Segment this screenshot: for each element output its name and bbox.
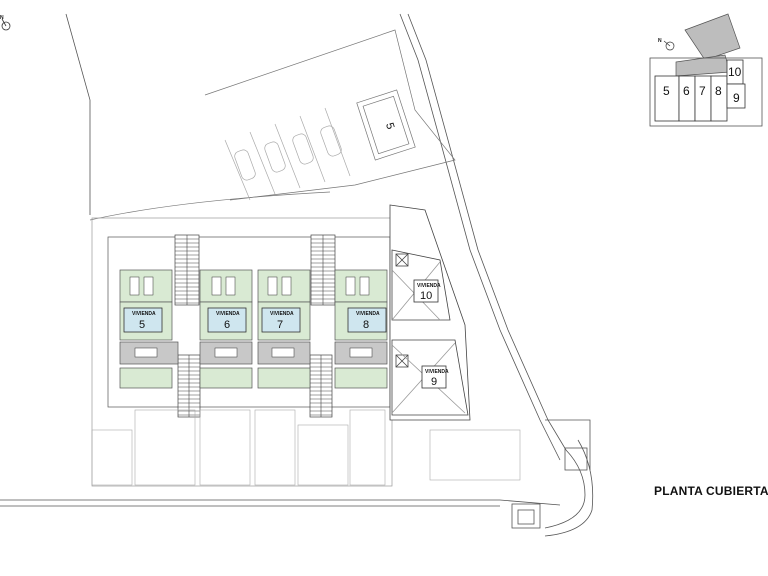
unit-word: VIVIENDA [356,311,380,317]
key-plan-north-icon: N [658,38,675,51]
key-plan: 5 6 7 8 10 9 N [649,13,763,127]
sun-loungers [129,276,370,296]
key-plan-number: 8 [715,84,722,98]
north-label: N [0,15,4,21]
unit-word: VIVIENDA [417,283,441,289]
unit-number: 5 [139,319,145,331]
key-plan-number: 9 [733,91,740,105]
pool-unit-5: VIVIENDA 5 [123,307,163,333]
parking-area: 5 [89,29,456,221]
pool-unit-7: VIVIENDA 7 [261,307,301,333]
unit-number: 10 [420,290,432,302]
unit-9-label: VIVIENDA 9 [421,365,449,389]
north-arrow-icon: N [0,15,11,31]
unit-number: 9 [431,376,437,388]
unit-10-label: VIVIENDA 10 [413,279,441,303]
dining-tables [134,347,373,358]
unit-word: VIVIENDA [425,369,449,375]
pool-unit-6: VIVIENDA 6 [207,307,247,333]
key-plan-number: 6 [683,84,690,98]
ground-floor-outlines [91,409,521,486]
building-block [91,217,393,487]
plan-title: PLANTA CUBIERTAS [654,484,768,498]
key-plan-number: 7 [699,84,706,98]
key-plan-number: 5 [663,84,670,98]
stair-treads [175,235,335,417]
unit-word: VIVIENDA [216,311,240,317]
unit-number: 7 [277,319,283,331]
unit-number: 8 [363,319,369,331]
north-label: N [658,38,662,44]
right-wing: VIVIENDA 10 VIVIENDA 9 [389,204,471,421]
unit-number: 6 [224,319,230,331]
parking-number: 5 [383,121,396,131]
unit-word: VIVIENDA [132,311,156,317]
terraces [119,341,388,365]
key-plan-number: 10 [728,65,742,79]
pool-unit-8: VIVIENDA 8 [347,307,387,333]
site-boundary [0,13,594,537]
unit-word: VIVIENDA [270,311,294,317]
lounges [119,367,388,389]
pools: VIVIENDA 5 VIVIENDA 6 VIVIENDA 7 VIVIEND… [123,307,387,333]
